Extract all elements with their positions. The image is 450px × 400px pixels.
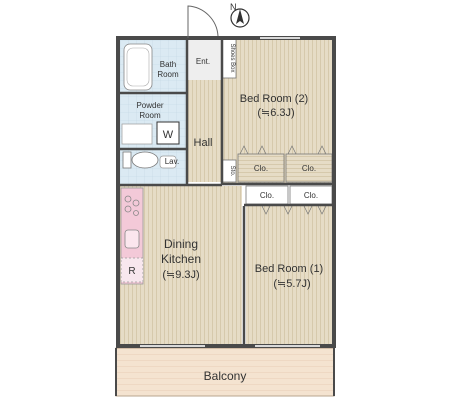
closet-label-2: Clo. [302, 164, 316, 173]
bedroom1-floor [246, 206, 332, 344]
bath-line2: Room [157, 70, 179, 79]
vanity-icon [121, 123, 153, 145]
sink-icon [124, 229, 140, 249]
closet-label-1: Clo. [254, 164, 268, 173]
refrigerator-label: R [128, 266, 135, 277]
bedroom2-name: Bed Room (2) [240, 93, 308, 105]
bathtub-icon [123, 43, 153, 91]
balcony-label: Balcony [204, 369, 247, 383]
powder-line1: Powder [136, 101, 163, 110]
bath-line1: Bath [160, 60, 176, 69]
dining-size: (≒9.3J) [162, 269, 199, 281]
storage-label: Sto. [229, 166, 235, 177]
washer [156, 121, 180, 145]
entrance-floor [188, 38, 222, 80]
compass-label: N [230, 2, 237, 12]
bedroom1-size: (≒5.7J) [273, 278, 310, 290]
closet-bedroom2-right [285, 153, 333, 183]
entrance-label: Ent. [196, 57, 210, 66]
compass-icon [230, 8, 250, 28]
stove-icon [124, 195, 140, 216]
bedroom2-size: (≒6.3J) [257, 107, 294, 119]
toilet-icon [122, 151, 159, 169]
powder-line2: Room [139, 111, 161, 120]
dining-line2: Kitchen [161, 252, 201, 266]
lavatory-label: Lav. [165, 157, 180, 166]
closet-bedroom2-left [237, 153, 285, 183]
closet-label-4: Clo. [304, 191, 318, 200]
lav-sink-icon [159, 155, 177, 169]
hall-label: Hall [194, 137, 213, 149]
entrance-door [187, 5, 219, 38]
closet-label-3: Clo. [260, 191, 274, 200]
shoes-box-label: Shoes Box [229, 43, 235, 72]
dining-line1: Dining [164, 237, 198, 251]
balcony [115, 347, 335, 397]
refrigerator [120, 257, 144, 283]
washer-label: W [163, 129, 174, 141]
bedroom1-name: Bed Room (1) [255, 263, 323, 275]
hall-floor [188, 80, 222, 182]
